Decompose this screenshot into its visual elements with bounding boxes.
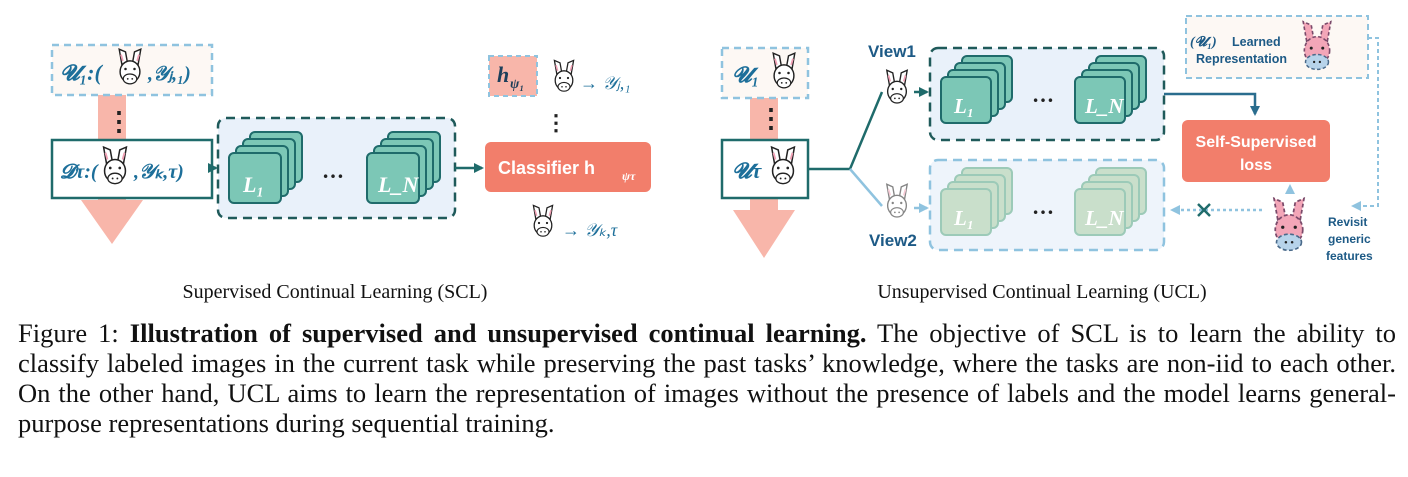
scl-classifier-label: Classifier h: [498, 158, 595, 178]
ucl-encoder2-layer-last: L_N: [1074, 167, 1147, 236]
ucl-task1-label: 𝓤₁: [732, 62, 759, 87]
scl-head-output: → 𝒴ⱼ,₁: [580, 73, 631, 93]
ucl-revisit-line2: generic: [1328, 232, 1371, 246]
ucl-revisit-line3: features: [1326, 249, 1373, 263]
scl-taskT-box: [50, 138, 214, 200]
ucl-section: 𝓤₁ ⋮ 𝓤τ View1 View2 L₁ … L_N: [720, 15, 1379, 303]
scl-layer-ellipsis: …: [322, 158, 344, 183]
ucl-enc1-to-loss-arrow: [1164, 92, 1260, 116]
scl-layer-last: L_N: [366, 131, 441, 204]
donkey-icon: [885, 69, 909, 105]
ucl-learned-prefix: (𝓤₁): [1190, 35, 1217, 50]
scl-head-dots: ⋮: [545, 110, 567, 135]
ucl-revisit-line1: Revisit: [1328, 215, 1367, 229]
ucl-loss-box: [1182, 120, 1330, 182]
ucl-encoder2-layer-first: L₁: [940, 167, 1013, 236]
ucl-encoder1-layer-first: L₁: [940, 55, 1013, 124]
scl-taskT-label: 𝓓τ:(: [60, 161, 99, 183]
ucl-enc1-first-label: L₁: [953, 94, 974, 118]
ucl-enc2-last-label: L_N: [1084, 206, 1124, 230]
scl-layer-first: L₁: [228, 131, 303, 204]
scl-classifier-box: [485, 142, 651, 192]
ucl-encoder1-layer-last: L_N: [1074, 55, 1147, 124]
scl-classifier-sub: ψτ: [622, 169, 636, 183]
ucl-dots: ⋮: [758, 104, 784, 133]
donkey-icon: [532, 204, 554, 238]
ucl-loss-line1: Self-Supervised: [1196, 134, 1317, 151]
continual-learning-diagram: 𝓤₁:( ,𝒴ⱼ,₁) ⋮ 𝓓τ:( ,𝒴ₖ,τ) L₁ … L_N: [50, 15, 1379, 303]
scl-task1-label-end: ,𝒴ⱼ,₁): [147, 63, 191, 85]
scl-layer-first-label: L₁: [242, 172, 264, 197]
caption-bold: Illustration of supervised and unsupervi…: [129, 318, 867, 348]
ucl-title: Unsupervised Continual Learning (UCL): [877, 281, 1206, 303]
cross-icon: [1197, 203, 1211, 217]
ucl-encoder1-ellipsis: …: [1032, 82, 1054, 107]
scl-taskT-label-end: ,𝒴ₖ,τ): [133, 161, 184, 183]
figure-caption: Figure 1: Illustration of supervised and…: [18, 318, 1396, 438]
scl-dots: ⋮: [106, 107, 132, 136]
ucl-view2-label: View2: [869, 231, 917, 250]
ucl-enc2-first-label: L₁: [953, 206, 974, 230]
scl-title: Supervised Continual Learning (SCL): [183, 281, 488, 303]
ucl-branch-view1: [808, 91, 884, 171]
ucl-learned-box: [1185, 15, 1369, 79]
donkey-icon: [1272, 197, 1306, 252]
scl-head-sub: ψ₁: [510, 77, 524, 92]
ucl-feedback-loop: [1351, 37, 1379, 211]
ucl-encoder2-ellipsis: …: [1032, 194, 1054, 219]
ucl-branch-view2: [849, 168, 883, 207]
donkey-icon: [885, 183, 909, 219]
ucl-loss-line2: loss: [1240, 157, 1272, 174]
ucl-learned-line1: Learned: [1232, 35, 1281, 49]
scl-section: 𝓤₁:( ,𝒴ⱼ,₁) ⋮ 𝓓τ:( ,𝒴ₖ,τ) L₁ … L_N: [50, 43, 651, 303]
ucl-view1-label: View1: [868, 42, 916, 61]
scl-layer-last-label: L_N: [377, 172, 419, 197]
ucl-taskT-label: 𝓤τ: [732, 158, 762, 183]
ucl-enc1-last-label: L_N: [1084, 94, 1124, 118]
caption-prefix: Figure 1:: [18, 318, 130, 348]
scl-head-label: h: [497, 62, 509, 87]
caption-body: The objective of SCL is to learn the abi…: [18, 318, 1396, 438]
scl-classifier-output: → 𝒴ₖ,τ: [562, 220, 618, 240]
scl-head-box: [488, 55, 538, 97]
donkey-icon: [553, 59, 575, 93]
ucl-learned-line2: Representation: [1196, 52, 1287, 66]
scl-task1-label: 𝓤₁:(: [60, 60, 103, 85]
